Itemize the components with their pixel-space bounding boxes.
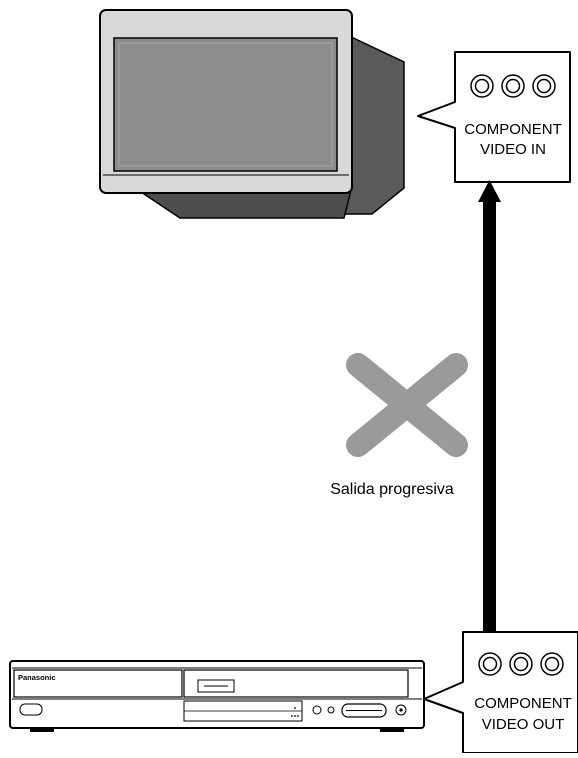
recorder-body [9,660,425,729]
television [99,9,405,219]
jack-icon [470,74,494,98]
power-button [19,703,43,716]
jack-icon [532,74,556,98]
recorder-foot [30,728,54,732]
tv-rear-cabinet [344,32,405,215]
tv-port-callout-box [417,51,571,183]
jack-icon [509,652,533,676]
format-logo-icon [197,679,235,693]
dvd-recorder: Panasonic [9,660,425,732]
recorder-component-jacks [478,652,564,676]
control-button [312,705,322,715]
tv-port-label-line1: COMPONENT [464,121,562,138]
tv-port-callout: COMPONENT VIDEO IN [417,51,571,183]
recorder-port-label-line1: COMPONENT [474,695,572,712]
brand-logo: Panasonic [18,673,56,682]
tv-screen [113,37,338,172]
disc-tray [183,669,409,698]
recorder-port-callout: COMPONENT VIDEO OUT [423,631,578,754]
component-cable [478,180,501,632]
recorder-foot [380,728,404,732]
arrow-head-icon [478,180,501,202]
tv-component-jacks [470,74,556,98]
jack-icon [478,652,502,676]
jack-icon [501,74,525,98]
cable-line [483,196,496,632]
recorder-port-label-line2: VIDEO OUT [482,716,565,733]
prohibited-label: Salida progresiva [330,481,454,498]
recorder-port-callout-box [423,631,578,754]
prohibited-cross-icon [346,353,468,457]
jack-icon [540,652,564,676]
tv-port-label-line2: VIDEO IN [480,141,546,158]
control-button [327,706,335,714]
